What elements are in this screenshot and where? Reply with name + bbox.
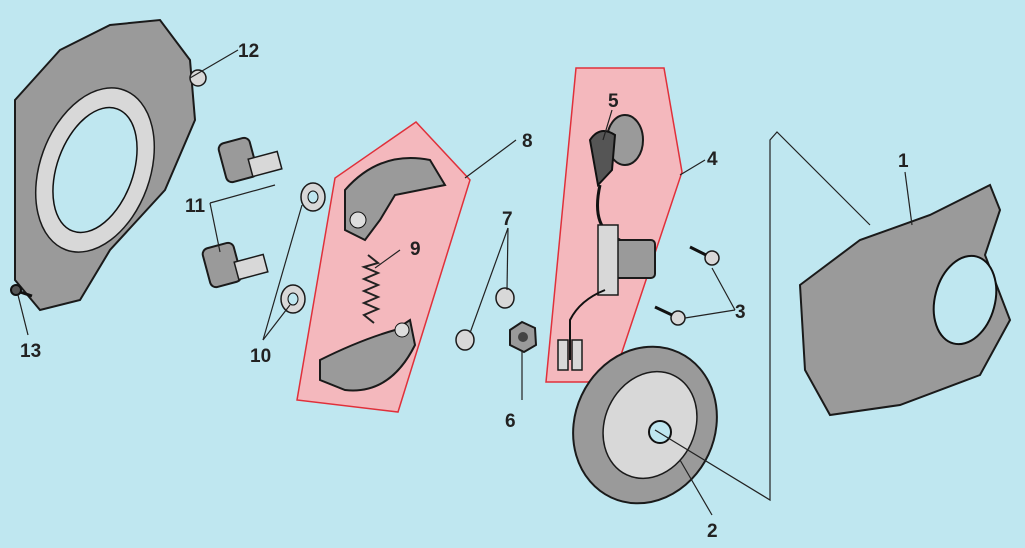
callout-7: 7 [502,209,513,230]
coil-screws-part [654,245,720,326]
clutch-shoes-part [319,157,447,392]
callout-5: 5 [608,91,619,112]
washers-10-part [280,182,326,314]
small-screw-part [10,284,33,298]
leader-lines [17,49,913,516]
clutch-highlight-region [296,121,471,413]
bolts-part [201,136,283,289]
flywheel-part [572,345,718,505]
clutch-spring-part [361,254,381,324]
callout-1: 1 [898,151,909,172]
callout-12: 12 [238,41,259,62]
callout-4: 4 [707,149,718,170]
callout-10: 10 [250,346,271,367]
washers-7-part [455,287,515,351]
callout-11: 11 [185,196,206,217]
fan-housing-part [14,18,207,312]
callout-3: 3 [735,302,746,323]
crankcase-part [798,183,1012,417]
callout-6: 6 [505,411,516,432]
callout-2: 2 [707,521,718,542]
ignition-coil-part [557,114,656,371]
callout-9: 9 [410,239,421,260]
callout-13: 13 [20,341,41,362]
nut-part [509,320,538,354]
callout-8: 8 [522,131,533,152]
